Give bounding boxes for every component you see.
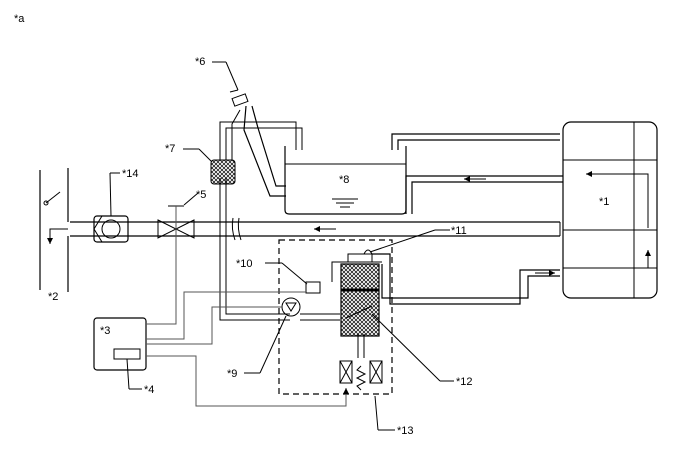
label-6: *6 bbox=[195, 56, 205, 68]
vacuum-pump bbox=[281, 297, 301, 317]
valve-arrow bbox=[345, 305, 373, 319]
label-11: *11 bbox=[451, 225, 467, 237]
solenoid bbox=[339, 360, 383, 384]
label-14: *14 bbox=[122, 168, 139, 180]
leaders bbox=[109, 61, 454, 431]
intake bbox=[39, 168, 69, 292]
vapor-lines bbox=[219, 121, 563, 214]
purge-line bbox=[70, 217, 561, 241]
label-5: *5 bbox=[196, 189, 206, 201]
purge-vsv bbox=[93, 215, 129, 243]
label-8: *8 bbox=[339, 174, 349, 186]
label-10: *10 bbox=[236, 258, 253, 270]
canister bbox=[562, 121, 658, 299]
switching-valve bbox=[340, 263, 380, 337]
label-2: *2 bbox=[48, 291, 58, 303]
label-7: *7 bbox=[165, 143, 175, 155]
label-12: *12 bbox=[456, 376, 473, 388]
filter bbox=[210, 159, 290, 321]
leak-check-module bbox=[278, 239, 393, 395]
filler-neck bbox=[229, 89, 286, 197]
label-9: *9 bbox=[227, 368, 237, 380]
label-13: *13 bbox=[397, 425, 414, 437]
wiring bbox=[146, 206, 349, 407]
module-internals bbox=[300, 249, 560, 391]
label-4: *4 bbox=[144, 384, 154, 396]
label-1: *1 bbox=[599, 196, 609, 208]
label-3: *3 bbox=[100, 325, 110, 337]
corner-label: *a bbox=[14, 13, 25, 25]
pressure-sensor bbox=[305, 281, 321, 294]
